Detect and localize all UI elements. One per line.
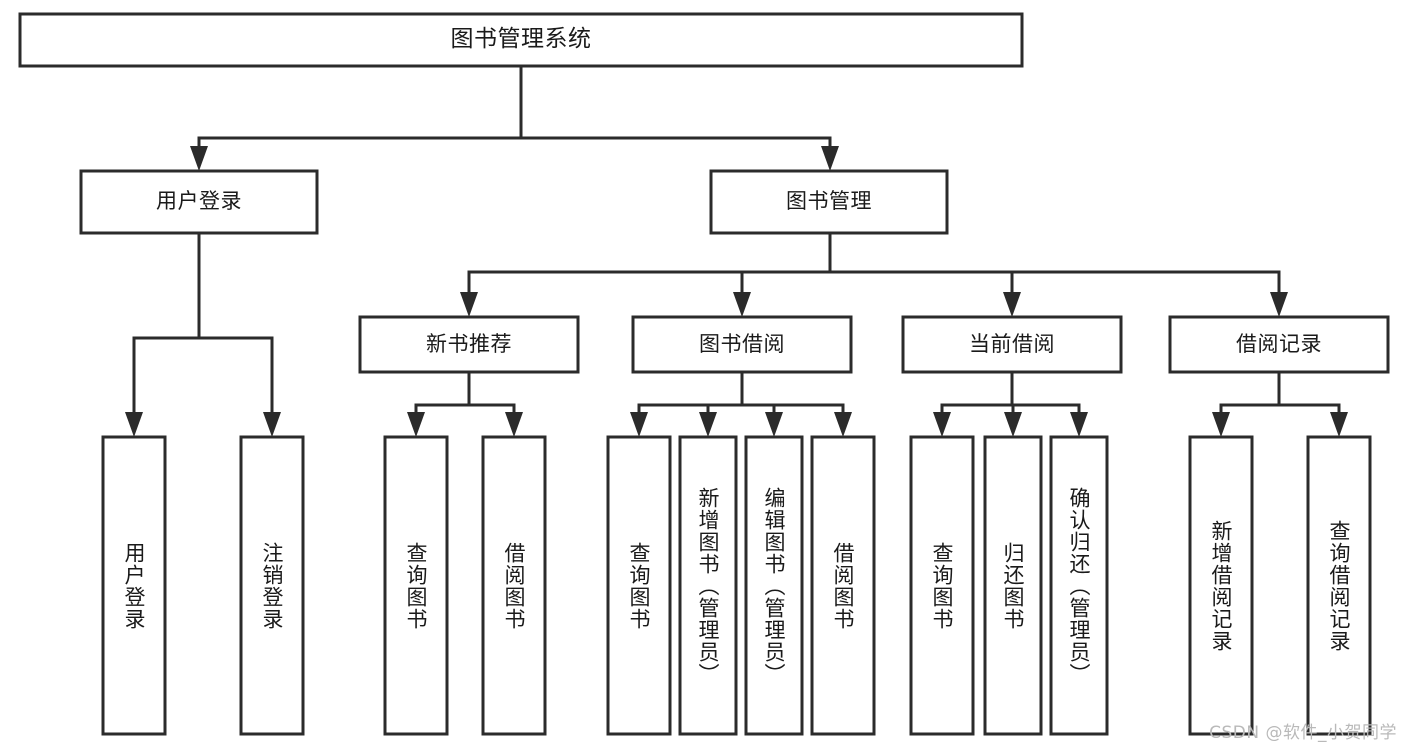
node-box-leaf-query-book-2[interactable] — [606, 435, 672, 736]
node-box-leaf-add-book[interactable] — [678, 435, 738, 736]
node-box-leaf-edit-book[interactable] — [744, 435, 804, 736]
node-box-new-book-recommend[interactable] — [358, 315, 580, 374]
node-box-leaf-logout-login[interactable] — [239, 435, 305, 736]
connector-user-login-to-leaves — [125, 231, 281, 437]
node-box-book-management[interactable] — [709, 169, 949, 235]
node-box-leaf-query-book-1[interactable] — [383, 435, 449, 736]
connector-current-borrow-to-leaves — [933, 370, 1088, 437]
node-box-root[interactable] — [18, 12, 1024, 68]
node-box-leaf-confirm-return[interactable] — [1049, 435, 1109, 736]
node-box-borrow-record[interactable] — [1168, 315, 1390, 374]
connector-borrow-record-to-leaves — [1212, 370, 1348, 437]
connector-new-book-recommend-to-leaves — [407, 370, 523, 437]
node-box-leaf-query-book-3[interactable] — [909, 435, 975, 736]
node-box-current-borrow[interactable] — [901, 315, 1123, 374]
node-box-leaf-query-record[interactable] — [1306, 435, 1372, 736]
connector-root-to-level2 — [190, 64, 839, 171]
node-box-leaf-user-login[interactable] — [101, 435, 167, 736]
connector-book-borrow-to-leaves — [630, 370, 852, 437]
connector-book-management-to-level3 — [460, 231, 1288, 317]
node-box-leaf-borrow-book-1[interactable] — [481, 435, 547, 736]
node-box-leaf-add-record[interactable] — [1188, 435, 1254, 736]
node-box-user-login[interactable] — [79, 169, 319, 235]
node-box-leaf-borrow-book-2[interactable] — [810, 435, 876, 736]
node-box-book-borrow[interactable] — [631, 315, 853, 374]
watermark: CSDN @软件_小贺同学 — [1209, 723, 1397, 743]
node-box-leaf-return-book[interactable] — [983, 435, 1043, 736]
